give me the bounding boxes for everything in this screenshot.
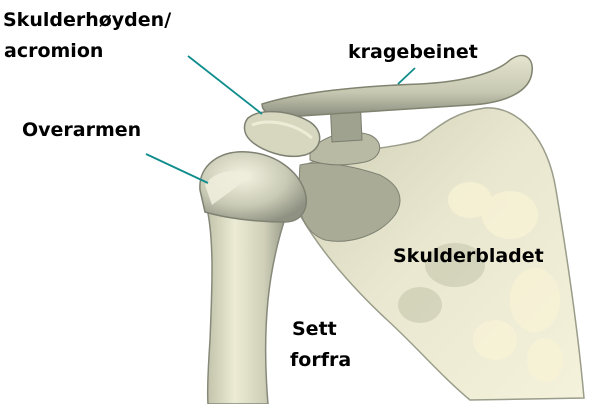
label-acromion-line2: acromion <box>4 39 103 63</box>
label-acromion-line1: Skulderhøyden/ <box>3 8 171 32</box>
label-humerus: Overarmen <box>22 118 141 142</box>
pointer-humerus <box>146 154 208 183</box>
label-view-line2: forfra <box>290 348 351 372</box>
humerus-shaft <box>205 200 290 404</box>
label-view-line1: Sett <box>292 317 337 341</box>
pointer-acromion <box>188 56 262 114</box>
pointer-clavicle <box>398 68 415 84</box>
label-scapula: Skulderbladet <box>393 244 544 268</box>
label-clavicle: kragebeinet <box>348 40 478 64</box>
